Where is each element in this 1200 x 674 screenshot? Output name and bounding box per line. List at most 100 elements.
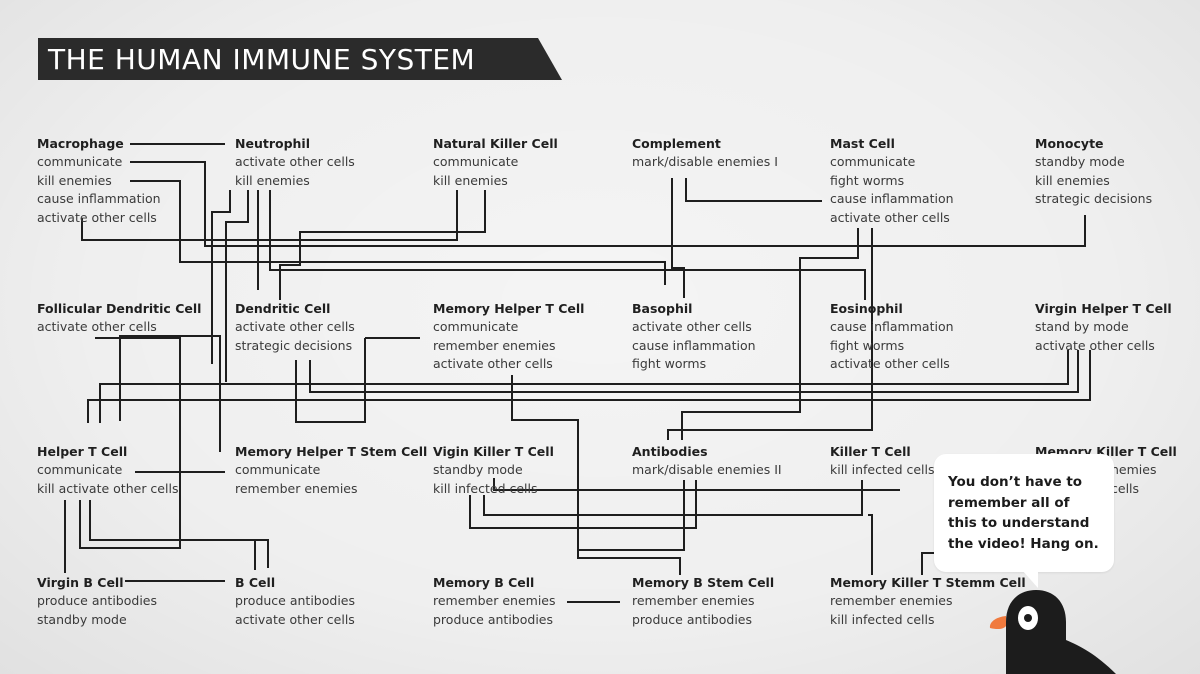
node-function: kill enemies [235, 172, 310, 188]
node-function: remember enemies [433, 593, 556, 608]
node-function: standby mode [1035, 154, 1125, 169]
speech-bubble-text: You don’t have to remember all of this t… [948, 474, 1099, 552]
node-function: remember enemies [632, 593, 755, 608]
connector-line [868, 514, 873, 575]
node-function: communicate [433, 319, 519, 334]
connector-line [269, 190, 866, 300]
node-name: Mast Cell [830, 136, 895, 151]
connector-line [130, 161, 1086, 247]
node-function: kill enemies [433, 172, 508, 188]
node-b-cell: B Cell produce antibodies activate other… [235, 574, 355, 629]
node-function: remember enemies [433, 337, 556, 353]
connector-line [493, 478, 900, 491]
node-neutrophil: Neutrophil activate other cells kill ene… [235, 135, 355, 190]
node-function: produce antibodies [37, 593, 157, 608]
node-function: cause inflammation [830, 319, 954, 334]
speech-bubble-tail [1022, 570, 1038, 588]
node-function: mark/disable enemies II [632, 462, 782, 477]
node-memory-helper-t-stem-cell: Memory Helper T Stem Cell communicate re… [235, 443, 427, 498]
node-function: produce antibodies [235, 593, 355, 608]
connector-line [469, 480, 697, 529]
node-function: remember enemies [830, 593, 953, 608]
node-function: strategic decisions [235, 337, 353, 353]
node-function: activate other cells [1035, 337, 1155, 353]
node-name: Natural Killer Cell [433, 136, 558, 151]
node-function: produce antibodies [433, 611, 553, 627]
node-name: Antibodies [632, 444, 708, 459]
connector-line [87, 350, 1091, 423]
node-function: fight worms [632, 356, 707, 371]
node-natural-killer-cell: Natural Killer Cell communicate kill ene… [433, 135, 558, 190]
node-function: communicate [37, 154, 123, 169]
node-function: kill infected cells [830, 462, 935, 477]
node-function: communicate [830, 154, 916, 169]
node-function: remember enemies [235, 480, 358, 496]
node-name: Virgin B Cell [37, 575, 124, 590]
connector-line [671, 178, 685, 298]
node-name: Helper T Cell [37, 444, 128, 459]
node-function: cause inflammation [632, 337, 756, 353]
node-monocyte: Monocyte standby mode kill enemies strat… [1035, 135, 1152, 209]
node-vigin-killer-t-cell: Vigin Killer T Cell standby mode kill in… [433, 443, 554, 498]
node-antibodies: Antibodies mark/disable enemies II [632, 443, 782, 480]
connector-line [89, 500, 269, 568]
node-memory-helper-t-cell: Memory Helper T Cell communicate remembe… [433, 300, 584, 374]
connector-line [309, 350, 1079, 393]
connector-line [225, 190, 249, 382]
node-function: fight worms [830, 172, 905, 188]
node-follicular-dendritic-cell: Follicular Dendritic Cell activate other… [37, 300, 201, 337]
connector-line [119, 335, 221, 452]
node-helper-t-cell: Helper T Cell communicate kill activate … [37, 443, 178, 498]
node-function: nemies [1111, 462, 1157, 477]
node-function: kill enemies [1035, 172, 1110, 188]
title-banner-shape [38, 38, 562, 80]
title-banner: THE HUMAN IMMUNE SYSTEM [38, 38, 562, 80]
node-complement: Complement mark/disable enemies I [632, 135, 778, 172]
node-eosinophil: Eosinophil cause inflammation fight worm… [830, 300, 954, 374]
node-name: Basophil [632, 301, 693, 316]
node-name: Memory Helper T Stem Cell [235, 444, 428, 459]
connector-line [578, 480, 685, 551]
node-function: activate other cells [830, 356, 950, 371]
node-name: Follicular Dendritic Cell [37, 301, 202, 316]
node-name: Vigin Killer T Cell [433, 444, 554, 459]
node-name: Complement [632, 136, 721, 151]
node-name: B Cell [235, 575, 276, 590]
node-function: mark/disable enemies I [632, 154, 778, 169]
node-function: kill infected cells [433, 480, 538, 496]
node-function: standby mode [433, 462, 523, 477]
node-function: stand by mode [1035, 319, 1129, 334]
node-memory-b-stem-cell: Memory B Stem Cell remember enemies prod… [632, 574, 774, 629]
node-basophil: Basophil activate other cells cause infl… [632, 300, 756, 374]
node-name: Killer T Cell [830, 444, 911, 459]
node-function: activate other cells [830, 209, 950, 225]
node-function: activate other cells [37, 319, 157, 334]
node-function: cause inflammation [830, 191, 954, 206]
node-function: activate other cells [433, 356, 553, 371]
node-function: kill activate other cells [37, 480, 179, 496]
connector-line [211, 190, 231, 364]
node-mast-cell: Mast Cell communicate fight worms cause … [830, 135, 954, 227]
connector-line [681, 228, 859, 440]
node-name: Memory B Cell [433, 575, 535, 590]
node-name: Macrophage [37, 136, 124, 151]
node-name: Memory Helper T Cell [433, 301, 585, 316]
connector-line [295, 338, 366, 423]
node-function: cause inflammation [37, 191, 161, 206]
node-function: activate other cells [37, 209, 157, 225]
node-function: communicate [235, 462, 321, 477]
node-memory-b-cell: Memory B Cell remember enemies produce a… [433, 574, 556, 629]
node-name: Virgin Helper T Cell [1035, 301, 1172, 316]
node-function: strategic decisions [1035, 191, 1153, 206]
connector-line [667, 228, 873, 440]
node-function: communicate [433, 154, 519, 169]
node-function: kill enemies [37, 172, 112, 188]
node-function: standby mode [37, 611, 127, 627]
node-virgin-b-cell: Virgin B Cell produce antibodies standby… [37, 574, 157, 629]
penguin-mascot-icon [989, 590, 1116, 674]
connector-line [79, 337, 181, 549]
node-function: fight worms [830, 337, 905, 353]
node-function: cells [1111, 480, 1140, 496]
